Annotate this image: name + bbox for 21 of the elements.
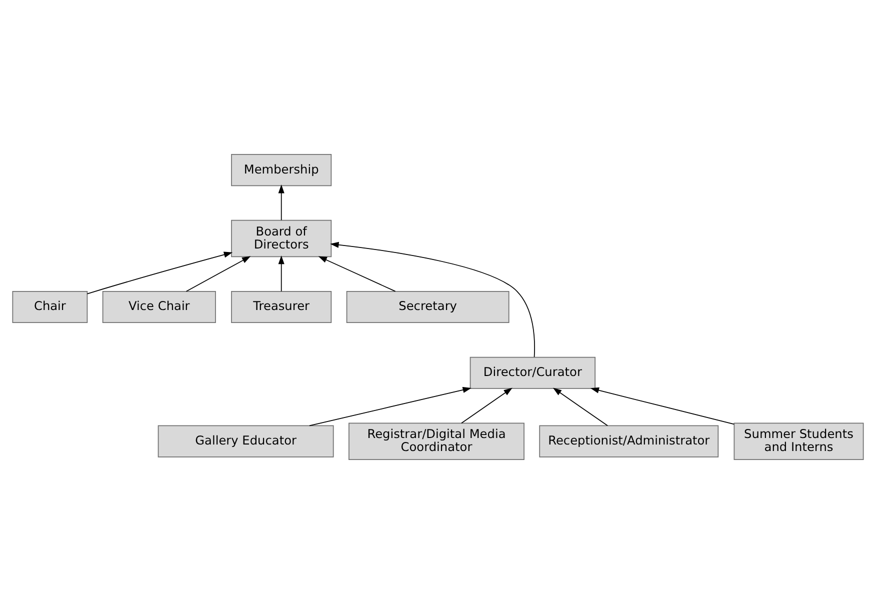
arrow [278,184,284,221]
arrow [330,242,535,358]
node-box: Summer Students and Interns [734,422,864,460]
node-box: Vice Chair [102,290,216,324]
arrow [86,252,233,294]
node-box: Secretary [346,290,510,324]
arrow [590,387,734,425]
node-box: Director/Curator [470,356,596,389]
node-box: Chair [12,290,88,324]
node-box: Membership [231,154,332,186]
node-box: Treasurer [231,290,332,324]
node-box: Gallery Educator [158,425,334,458]
arrow [309,386,472,426]
arrow [186,256,251,292]
node-box: Registrar/Digital Media Coordinator [348,422,524,460]
arrow [278,255,284,292]
node-box: Board of Directors [231,220,332,258]
node-box: Receptionist/Administrator [539,425,719,458]
arrow [318,256,396,292]
arrow [552,388,608,426]
arrow [461,388,512,424]
